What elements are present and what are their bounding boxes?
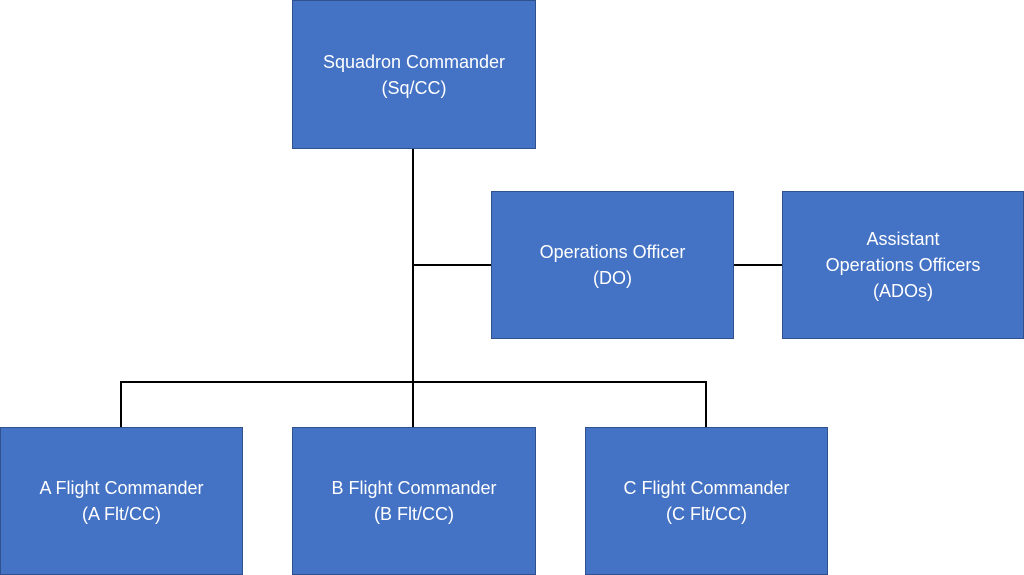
node-abbrev: (DO) [593, 268, 632, 288]
node-abbrev: (B Flt/CC) [374, 504, 454, 524]
node-squadron-commander: Squadron Commander (Sq/CC) [292, 0, 536, 149]
node-title: Squadron Commander [322, 51, 506, 72]
node-a-flight-commander: A Flight Commander (A Flt/CC) [0, 427, 243, 575]
node-c-flight-commander: C Flight Commander (C Flt/CC) [585, 427, 828, 575]
connector-trunk [412, 148, 414, 428]
connector-sq-to-do [412, 264, 492, 266]
node-title: C Flight Commander [623, 478, 790, 498]
node-abbrev: (Sq/CC) [381, 77, 447, 98]
node-abbrev: (C Flt/CC) [666, 504, 747, 524]
node-title: A Flight Commander [39, 478, 204, 498]
node-abbrev: (A Flt/CC) [82, 504, 161, 524]
node-title-line1: Assistant [866, 229, 940, 249]
connector-to-c-flight [705, 381, 707, 428]
node-abbrev: (ADOs) [873, 281, 933, 301]
node-title: Operations Officer [539, 242, 686, 262]
node-title: B Flight Commander [331, 478, 497, 498]
node-assistant-operations-officers: Assistant Operations Officers (ADOs) [782, 191, 1024, 339]
connector-flights-bar [120, 381, 707, 383]
node-operations-officer: Operations Officer (DO) [491, 191, 734, 339]
node-b-flight-commander: B Flight Commander (B Flt/CC) [292, 427, 536, 575]
connector-to-a-flight [120, 381, 122, 428]
node-title-line2: Operations Officers [825, 255, 981, 275]
connector-do-to-ados [733, 264, 783, 266]
